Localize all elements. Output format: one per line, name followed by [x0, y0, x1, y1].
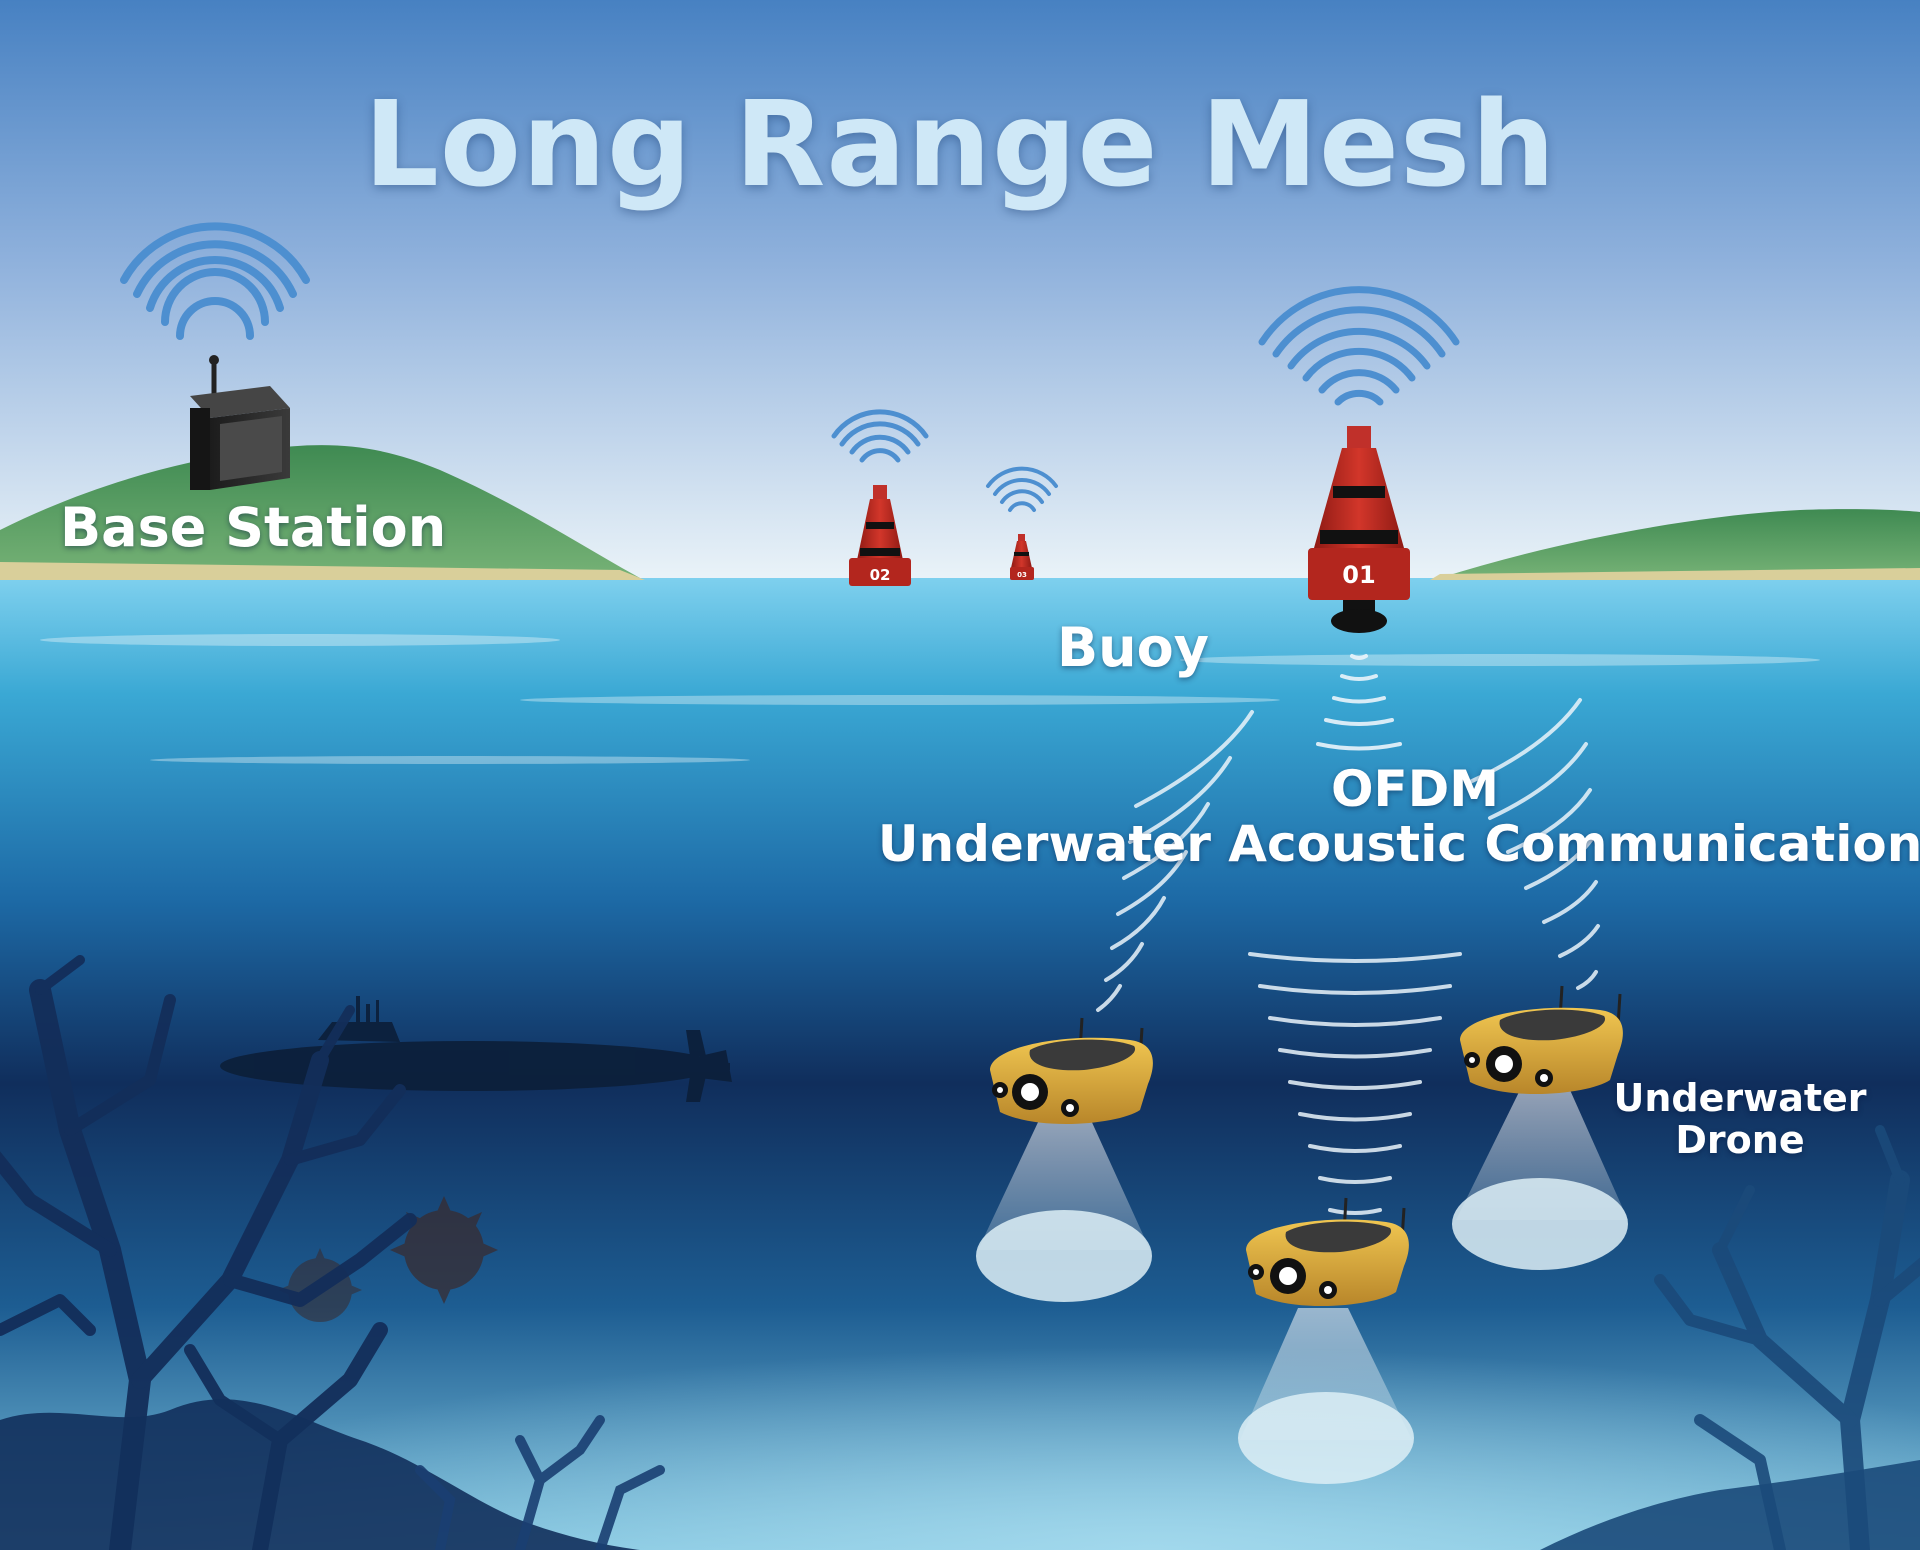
- left-beach: [0, 562, 645, 580]
- coral-left-fronds: [415, 1415, 665, 1550]
- underwater-drone-label: Underwater Drone: [1600, 1076, 1880, 1162]
- right-beach: [1430, 568, 1920, 580]
- acoustic-waves-left-drone: [1096, 710, 1254, 1012]
- water-surface-shimmer: [40, 634, 1820, 764]
- buoy-01: 01: [1308, 426, 1410, 633]
- buoy-01-wifi-icon: [1258, 286, 1460, 406]
- acoustic-waves-center-drone: [1248, 952, 1462, 1215]
- underwater-drone-label-line2: Drone: [1675, 1117, 1805, 1162]
- communication-label-line1: OFDM: [1331, 760, 1499, 818]
- diagram-title: Long Range Mesh: [363, 75, 1557, 213]
- base-station-wifi-icon: [120, 222, 310, 340]
- underwater-drone-center: [1246, 1197, 1409, 1307]
- underwater-drone-right: [1460, 985, 1623, 1095]
- drone-light-beams: [976, 1090, 1628, 1484]
- buoy-03-tag: 03: [1017, 571, 1027, 579]
- underwater-drone-left: [990, 1017, 1153, 1125]
- acoustic-waves-right-drone: [1468, 698, 1600, 990]
- base-station: [190, 355, 290, 490]
- buoy-02: 02: [849, 485, 911, 586]
- right-hill: [1440, 509, 1920, 578]
- left-hill: [0, 445, 640, 578]
- sea-mine-large: [390, 1196, 498, 1304]
- submarine: [220, 996, 732, 1102]
- acoustic-waves-buoy-link: [1316, 654, 1402, 751]
- coral-right-mound: [1540, 1460, 1920, 1550]
- buoy-03-wifi-icon: [986, 466, 1058, 512]
- underwater-drone-label-line1: Underwater: [1613, 1076, 1867, 1120]
- communication-label-line2: Underwater Acoustic Communications: [877, 815, 1920, 873]
- buoy-02-tag: 02: [870, 566, 891, 584]
- base-station-label: Base Station: [60, 496, 447, 559]
- buoy-label: Buoy: [1057, 616, 1209, 679]
- buoy-01-tag: 01: [1342, 561, 1375, 589]
- buoy-02-wifi-icon: [831, 409, 929, 463]
- buoy-03: 03: [1010, 534, 1034, 580]
- coral-left-mound: [0, 1399, 640, 1550]
- communication-label: OFDM Underwater Acoustic Communications: [830, 762, 1920, 872]
